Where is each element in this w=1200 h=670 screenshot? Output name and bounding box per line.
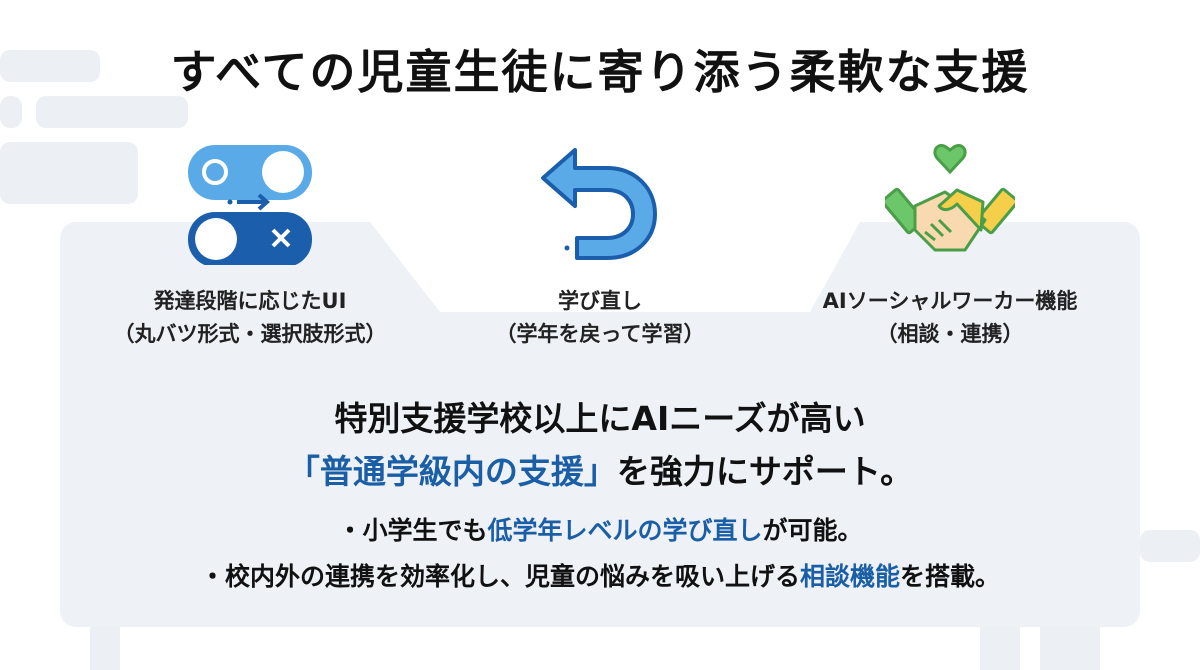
main-highlight: 「普通学級内の支援」 bbox=[286, 452, 617, 491]
bullet-highlight: 相談機能 bbox=[799, 562, 900, 591]
feature-relearn: 学び直し （学年を戻って学習） bbox=[430, 140, 770, 351]
decor-block bbox=[90, 625, 120, 670]
handshake-heart-icon bbox=[885, 143, 1015, 252]
bullet-highlight: 低学年レベルの学び直し bbox=[487, 516, 763, 545]
main-message: 特別支援学校以上にAIニーズが高い 「普通学級内の支援」を強力にサポート。 bbox=[0, 392, 1200, 498]
feature-ui: 発達段階に応じたUI （丸バツ形式・選択肢形式） bbox=[80, 140, 420, 351]
feature-social-worker: AIソーシャルワーカー機能 （相談・連携） bbox=[780, 140, 1120, 351]
undo-arrow-icon bbox=[541, 148, 657, 260]
main-line-2: を強力にサポート。 bbox=[616, 452, 914, 491]
feature-subtitle: （丸バツ形式・選択肢形式） bbox=[113, 322, 387, 346]
feature-title: AIソーシャルワーカー機能 bbox=[822, 289, 1078, 313]
decor-block bbox=[0, 142, 138, 204]
feature-title: 学び直し bbox=[558, 289, 642, 313]
decor-block bbox=[1140, 530, 1200, 562]
bullet-text: を搭載。 bbox=[900, 562, 1001, 591]
bullet-item: ・小学生でも低学年レベルの学び直しが可能。 bbox=[0, 508, 1200, 554]
bullet-list: ・小学生でも低学年レベルの学び直しが可能。 ・校内外の連携を効率化し、児童の悩み… bbox=[0, 508, 1200, 600]
main-line-1: 特別支援学校以上にAIニーズが高い bbox=[334, 399, 866, 438]
decor-block bbox=[0, 96, 22, 128]
feature-title: 発達段階に応じたUI bbox=[153, 289, 347, 313]
bullet-text: ・校内外の連携を効率化し、児童の悩みを吸い上げる bbox=[199, 562, 800, 591]
decor-block bbox=[36, 96, 188, 128]
feature-subtitle: （学年を戻って学習） bbox=[495, 322, 705, 346]
bullet-text: が可能。 bbox=[762, 516, 863, 545]
page-title: すべての児童生徒に寄り添う柔軟な支援 bbox=[170, 45, 1030, 99]
toggle-switch-icon bbox=[188, 145, 312, 265]
decor-block bbox=[0, 50, 100, 82]
bullet-text: ・小学生でも bbox=[337, 516, 488, 545]
bullet-item: ・校内外の連携を効率化し、児童の悩みを吸い上げる相談機能を搭載。 bbox=[0, 554, 1200, 600]
feature-subtitle: （相談・連携） bbox=[876, 322, 1024, 346]
